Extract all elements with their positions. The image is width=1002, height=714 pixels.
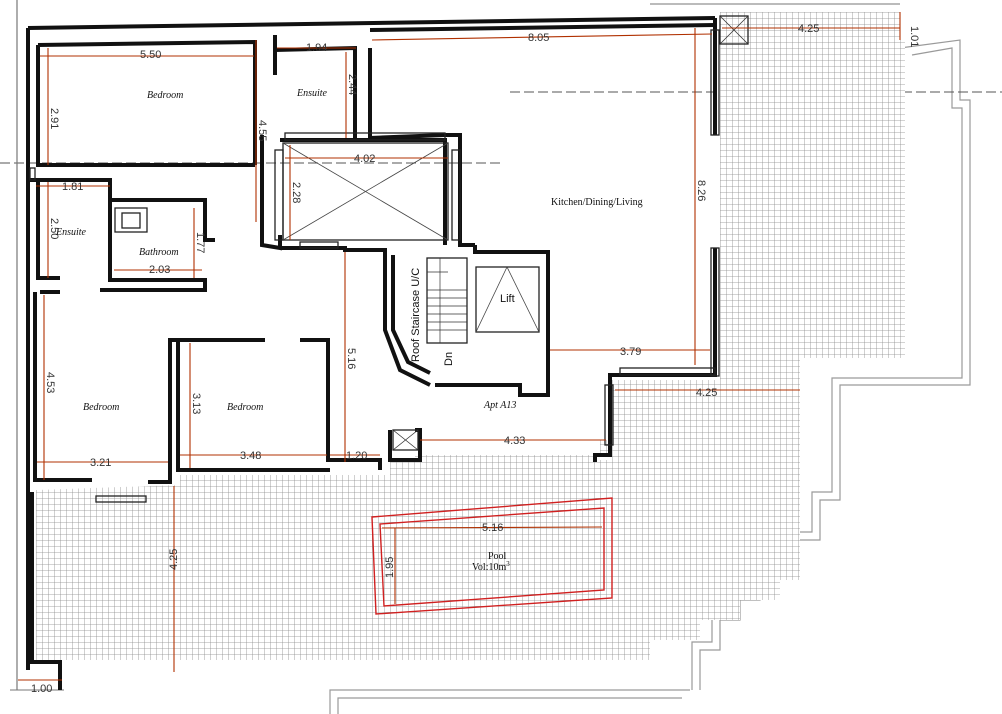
core-elements: [114, 15, 749, 451]
terrace-tiles: [36, 12, 905, 660]
room-ensuite-n: Ensuite: [296, 88, 328, 99]
dim-244: 2.44: [346, 74, 358, 95]
pool-label: Pool: [488, 551, 507, 562]
room-bedroom-nw: Bedroom: [147, 90, 183, 101]
dim-433: 4.33: [504, 435, 525, 447]
dimension-labels: 5.50 1.94 8.05 4.25 1.01 2.91 2.44 4.55 …: [31, 23, 920, 695]
dim-100: 1.00: [31, 683, 52, 695]
exterior-walls: [26, 16, 717, 690]
dim-194: 1.94: [306, 42, 327, 54]
roof-staircase-label: Roof Staircase U/C: [410, 268, 422, 362]
dim-455: 4.55: [256, 120, 268, 141]
dim-805: 8.05: [528, 32, 549, 44]
dim-321: 3.21: [90, 457, 111, 469]
room-bedroom-sw: Bedroom: [83, 402, 119, 413]
stair-down-label: Dn: [443, 352, 455, 366]
dim-348: 3.48: [240, 450, 261, 462]
dim-181: 1.81: [62, 181, 83, 193]
dim-516-pool: 5.16: [482, 522, 503, 534]
apartment-label: Apt A13: [483, 400, 516, 411]
dim-291: 2.91: [48, 108, 60, 129]
dim-313: 3.13: [190, 393, 202, 414]
dim-228: 2.28: [290, 182, 302, 203]
pool-volume-label: Vol:10m3: [472, 560, 510, 573]
lift-label: Lift: [500, 293, 515, 305]
dim-453: 4.53: [44, 372, 56, 393]
dim-177: 1.77: [194, 232, 206, 253]
room-ensuite-w: Ensuite: [55, 227, 87, 238]
room-labels: Bedroom Ensuite Ensuite Bathroom Kitchen…: [55, 88, 643, 573]
dim-425-top: 4.25: [798, 23, 819, 35]
dim-250: 2.50: [48, 218, 60, 239]
dim-120: 1.20: [346, 450, 367, 462]
dim-826: 8.26: [695, 180, 707, 201]
room-bathroom: Bathroom: [139, 247, 179, 258]
room-kitchen: Kitchen/Dining/Living: [551, 197, 643, 208]
dim-402: 4.02: [354, 153, 375, 165]
pool: [371, 497, 613, 615]
dim-550: 5.50: [140, 49, 161, 61]
dim-425-mid: 4.25: [696, 387, 717, 399]
dim-516-v: 5.16: [345, 348, 357, 369]
dim-203: 2.03: [149, 264, 170, 276]
room-bedroom-s: Bedroom: [227, 402, 263, 413]
dim-101: 1.01: [908, 26, 920, 47]
dimension-lines: [18, 12, 901, 681]
dim-425-v: 4.25: [168, 549, 180, 570]
dim-195: 1.95: [384, 557, 396, 578]
interior-walls: [29, 23, 720, 503]
dim-379: 3.79: [620, 346, 641, 358]
